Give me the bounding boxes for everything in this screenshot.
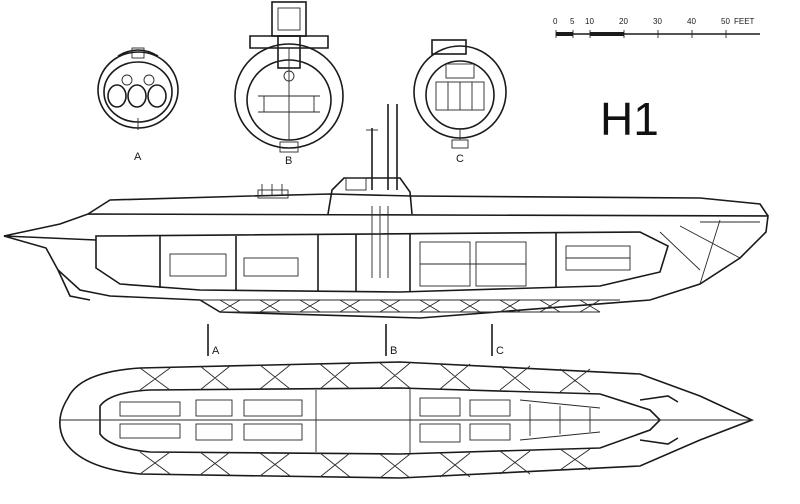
cross-section-b: B: [234, 1, 344, 167]
scale-tick-30: 30: [653, 17, 662, 26]
cross-section-a: A: [97, 47, 179, 163]
scale-tick-40: 40: [687, 17, 696, 26]
cut-label-a: A: [212, 345, 220, 357]
cross-section-c: C: [413, 39, 507, 165]
scale-tick-0: 0: [553, 17, 558, 26]
cut-label-b: B: [390, 345, 397, 357]
scale-tick-10: 10: [585, 17, 594, 26]
diagram-title: H1: [600, 93, 659, 145]
section-label-a: A: [134, 151, 142, 163]
section-label-b: B: [285, 155, 292, 167]
scale-bar: 0 5 10 20 30 40 50 FEET: [553, 17, 760, 38]
plan-view: [59, 361, 755, 479]
section-label-c: C: [456, 153, 464, 165]
cut-label-c: C: [496, 345, 504, 357]
scale-tick-5: 5: [570, 17, 575, 26]
scale-tick-50: 50: [721, 17, 730, 26]
side-profile: [3, 104, 769, 319]
scale-tick-20: 20: [619, 17, 628, 26]
scale-unit: FEET: [734, 17, 755, 26]
cut-markers: A B C: [207, 324, 504, 357]
